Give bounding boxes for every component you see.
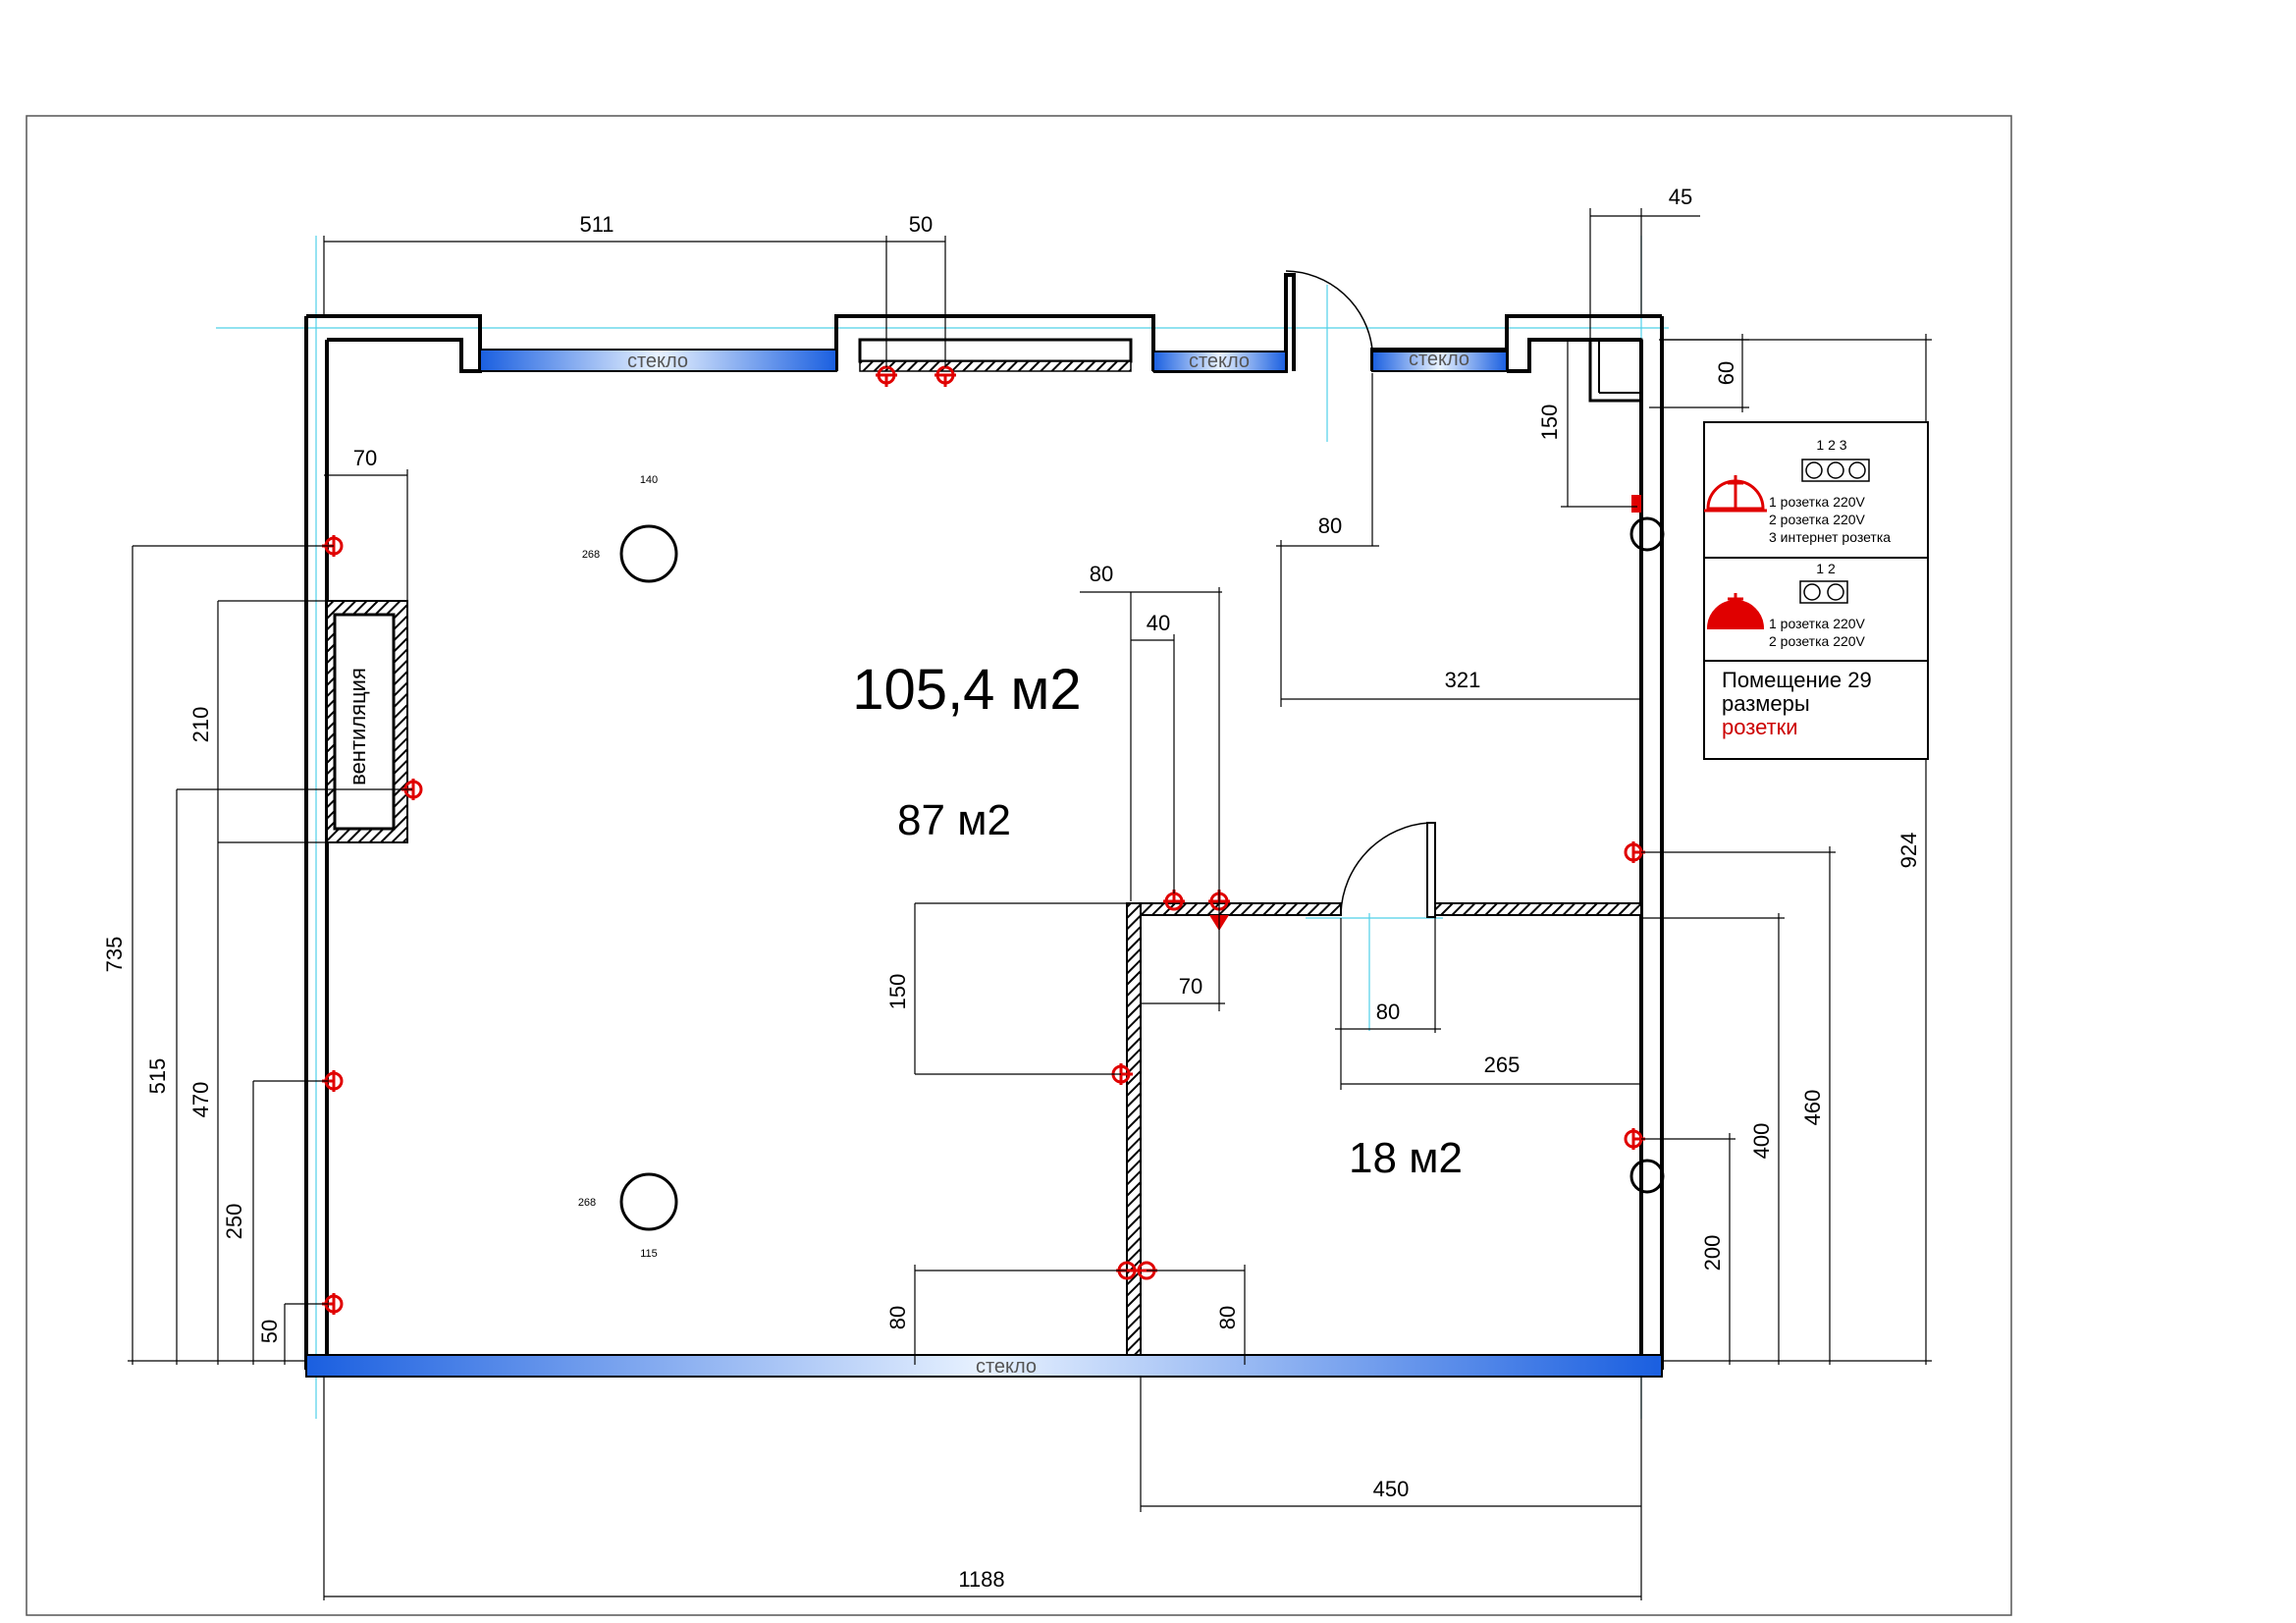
dim-80-door-top: 80 <box>1318 514 1342 538</box>
column-top-side: 268 <box>582 549 600 561</box>
dim-265: 265 <box>1484 1053 1521 1077</box>
area-main: 87 м2 <box>897 796 1011 844</box>
outlet-floor-legend-icon <box>1706 600 1765 629</box>
dim-460: 460 <box>1800 1090 1825 1126</box>
glass-label-top-left: стекло <box>627 351 688 372</box>
glass-label-bottom: стекло <box>976 1356 1037 1378</box>
dim-200: 200 <box>1700 1235 1725 1271</box>
legend-row1-item2: 2 розетка 220V <box>1769 512 1866 527</box>
legend-sizes: размеры <box>1722 691 1810 716</box>
dim-210: 210 <box>188 707 213 743</box>
dim-1188: 1188 <box>958 1567 1004 1592</box>
ventilation-shaft: вентиляция <box>326 600 408 843</box>
columns: 140 268 268 115 <box>578 474 1665 1260</box>
dim-150-mid: 150 <box>885 974 910 1010</box>
dim-515: 515 <box>145 1058 170 1095</box>
dim-80-bottom-left: 80 <box>885 1306 910 1329</box>
dim-735: 735 <box>102 937 127 973</box>
area-total: 105,4 м2 <box>852 658 1081 722</box>
column-top-height: 140 <box>640 474 658 486</box>
area-labels: 105,4 м2 87 м2 18 м2 <box>852 658 1463 1182</box>
dim-80-door-mid: 80 <box>1376 1000 1400 1024</box>
dim-450: 450 <box>1373 1477 1410 1501</box>
dim-150-top: 150 <box>1537 405 1562 441</box>
column-bottom-side: 268 <box>578 1197 596 1209</box>
dim-70-left: 70 <box>353 446 377 470</box>
legend-row2-item2: 2 розетка 220V <box>1769 633 1866 649</box>
dimension-lines <box>128 208 1932 1600</box>
dimension-texts: 511 50 45 60 150 80 321 70 210 735 515 4… <box>102 185 1921 1592</box>
outlet-wall-legend-icon <box>1706 479 1765 511</box>
legend-row1-item1: 1 розетка 220V <box>1769 494 1866 510</box>
column-bottom-height: 115 <box>640 1248 658 1260</box>
dim-511: 511 <box>579 212 614 237</box>
legend-row1-item3: 3 интернет розетка <box>1769 529 1891 545</box>
dim-70-mid: 70 <box>1179 974 1202 999</box>
dim-400: 400 <box>1749 1123 1774 1160</box>
dim-924: 924 <box>1896 833 1921 869</box>
sheet-frame <box>26 115 2012 1616</box>
dim-50: 50 <box>909 212 933 237</box>
legend: 1 2 3 1 розетка 220V 2 розетка 220V 3 ин… <box>1703 421 1929 760</box>
legend-row1-numbers: 1 2 3 <box>1816 437 1846 453</box>
outlet-wall-marker <box>1631 495 1641 513</box>
glass-label-top-mid: стекло <box>1189 351 1250 372</box>
glazing: стекло стекло стекло стекло <box>305 349 1663 1378</box>
legend-row2-item1: 1 розетка 220V <box>1769 616 1866 631</box>
partitions <box>1126 902 1642 1356</box>
dim-470: 470 <box>188 1082 213 1118</box>
dim-80-bottom-right: 80 <box>1215 1306 1240 1329</box>
legend-row2-numbers: 1 2 <box>1816 561 1836 576</box>
dim-80-mid: 80 <box>1090 562 1113 586</box>
dim-45: 45 <box>1669 185 1692 209</box>
dim-250: 250 <box>222 1204 246 1240</box>
area-small-room: 18 м2 <box>1349 1134 1463 1182</box>
dim-321: 321 <box>1445 668 1481 692</box>
ventilation-label: вентиляция <box>346 668 370 785</box>
dim-40: 40 <box>1147 611 1170 635</box>
doors <box>1285 270 1436 918</box>
dim-50-left: 50 <box>257 1320 282 1343</box>
glass-label-top-right: стекло <box>1409 349 1469 370</box>
legend-title: Помещение 29 <box>1722 668 1872 692</box>
legend-outlets: розетки <box>1722 715 1798 739</box>
dim-60: 60 <box>1714 361 1738 385</box>
